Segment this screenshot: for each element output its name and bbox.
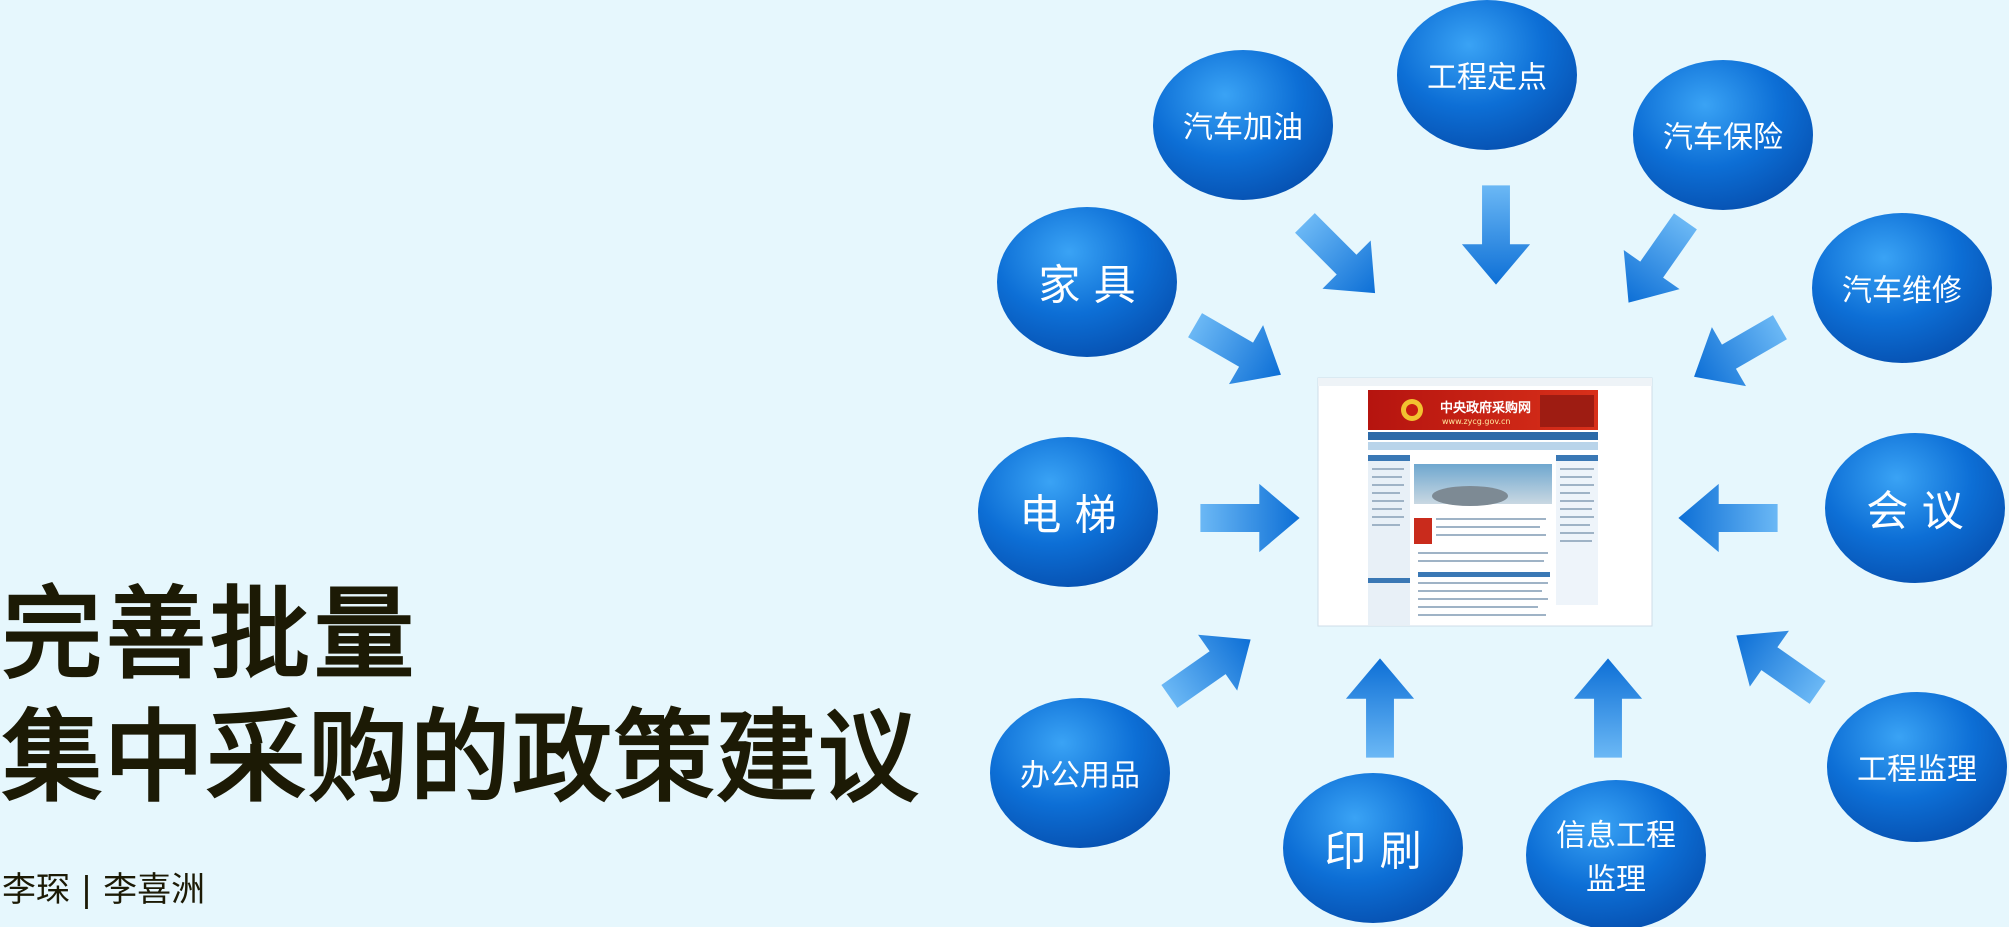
node-xinxi-gongcheng-jianli: 信息工程 监理	[1526, 780, 1706, 927]
website-site-name: 中央政府采购网	[1440, 400, 1531, 416]
arrow-from-qiche-weixiu	[1694, 315, 1787, 387]
authors: 李琛 | 李喜洲	[2, 870, 206, 910]
arrow-from-gongcheng-dingdian	[1461, 185, 1531, 285]
node-qiche-jiayou: 汽车加油	[1153, 50, 1333, 200]
center-website-screenshot: 中央政府采购网 www.zycg.gov.cn	[1317, 377, 1653, 627]
nodes-group: 工程定点 汽车加油 汽车保险 家 具 汽车维修 电 梯 会 议 办公用品	[978, 0, 2007, 927]
arrow-from-qiche-baoxian	[1623, 213, 1697, 303]
svg-text:家 具: 家 具	[1038, 261, 1135, 310]
svg-text:印 刷: 印 刷	[1324, 827, 1421, 876]
svg-text:工程定点: 工程定点	[1427, 61, 1547, 96]
arrow-from-qiche-jiayou	[1295, 213, 1376, 294]
title-line-2: 集中采购的政策建议	[2, 699, 920, 816]
arrow-from-dianti	[1200, 483, 1300, 553]
website-right-column	[1556, 455, 1598, 605]
svg-text:工程监理: 工程监理	[1857, 753, 1977, 788]
svg-text:汽车维修: 汽车维修	[1842, 274, 1962, 309]
svg-text:信息工程: 信息工程	[1556, 819, 1676, 854]
node-yinshua: 印 刷	[1283, 773, 1463, 923]
website-left-column	[1368, 455, 1410, 625]
arrow-from-gongcheng-jianli	[1736, 630, 1826, 704]
svg-text:办公用品: 办公用品	[1020, 759, 1140, 794]
node-gongcheng-dingdian: 工程定点	[1397, 0, 1577, 150]
svg-text:汽车加油: 汽车加油	[1183, 111, 1303, 146]
svg-text:监理: 监理	[1586, 863, 1646, 898]
node-dianti: 电 梯	[978, 437, 1158, 587]
node-jiaju: 家 具	[997, 207, 1177, 357]
title-line-1: 完善批量	[2, 576, 418, 693]
node-qiche-weixiu: 汽车维修	[1812, 213, 1992, 363]
arrow-from-yinshua	[1345, 658, 1415, 758]
svg-text:汽车保险: 汽车保险	[1663, 121, 1783, 156]
node-huiyi: 会 议	[1825, 433, 2005, 583]
arrow-from-xinxi-gongcheng-jianli	[1573, 658, 1643, 758]
website-site-url: www.zycg.gov.cn	[1442, 417, 1511, 426]
tiananmen-image	[1540, 395, 1594, 427]
arrow-from-jiaju	[1188, 313, 1281, 385]
svg-text:电 梯: 电 梯	[1019, 491, 1116, 540]
node-gongcheng-jianli: 工程监理	[1827, 692, 2007, 842]
arrow-from-huiyi	[1678, 483, 1778, 553]
arrows-group	[1161, 185, 1826, 758]
website-nav-bar	[1368, 432, 1598, 440]
svg-text:会 议: 会 议	[1866, 487, 1963, 536]
arrow-from-bangong-yongpin	[1161, 634, 1251, 708]
node-qiche-baoxian: 汽车保险	[1633, 60, 1813, 210]
node-bangong-yongpin: 办公用品	[990, 698, 1170, 848]
